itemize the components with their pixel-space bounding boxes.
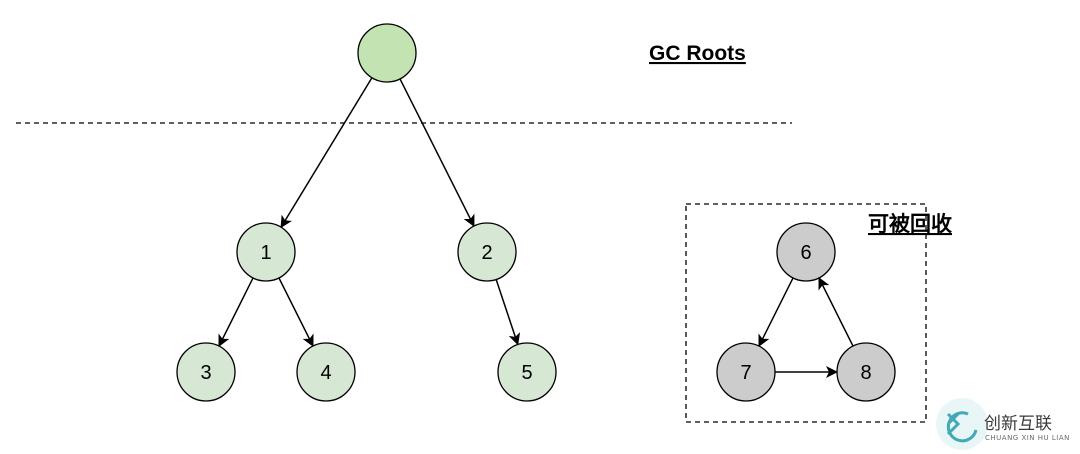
object-node-6: 6 <box>776 222 836 282</box>
watermark-logo: 创新互联 CHUANG XIN HU LIAN <box>936 398 1070 450</box>
node-label: 1 <box>260 242 271 264</box>
node-label: 8 <box>860 362 871 384</box>
object-node-5: 5 <box>497 342 557 402</box>
watermark-logo-mark <box>946 411 978 443</box>
node-label: 2 <box>481 242 492 264</box>
node-circle <box>176 342 236 402</box>
edge-n1-to-n3 <box>218 277 254 347</box>
node-circle <box>296 342 356 402</box>
object-node-2: 2 <box>457 222 517 282</box>
collectable-label: 可被回收 <box>868 212 952 236</box>
node-circle <box>236 222 296 282</box>
node-label: 6 <box>800 242 811 264</box>
watermark-logo-icon <box>936 398 988 450</box>
gc-root-node <box>357 23 417 83</box>
edges-layer <box>218 77 854 378</box>
watermark-subtitle: CHUANG XIN HU LIAN <box>985 434 1070 442</box>
object-node-1: 1 <box>236 222 296 282</box>
watermark-title: 创新互联 <box>984 414 1052 434</box>
edge-n1-to-n4 <box>278 277 314 347</box>
object-node-3: 3 <box>176 342 236 402</box>
object-node-7: 7 <box>716 342 776 402</box>
node-circle <box>836 342 896 402</box>
node-circle <box>357 23 417 83</box>
collectable-region-box <box>685 203 927 423</box>
edge-n2-to-n5 <box>495 279 521 346</box>
node-circle <box>776 222 836 282</box>
edge-root-to-n1 <box>280 77 373 229</box>
node-label: 3 <box>200 362 211 384</box>
node-label: 7 <box>740 362 751 384</box>
node-circle <box>716 342 776 402</box>
node-circle <box>457 222 517 282</box>
node-label: 4 <box>320 362 331 384</box>
node-circle <box>497 342 557 402</box>
node-label: 5 <box>521 362 532 384</box>
gc-roots-label: GC Roots <box>649 42 746 65</box>
edge-root-to-n2 <box>399 78 475 227</box>
edge-n6-to-n7 <box>758 277 794 347</box>
edge-n8-to-n6 <box>818 277 854 347</box>
object-node-4: 4 <box>296 342 356 402</box>
object-node-8: 8 <box>836 342 896 402</box>
nodes-layer: 1 2 3 4 5 6 7 8 <box>176 23 896 402</box>
